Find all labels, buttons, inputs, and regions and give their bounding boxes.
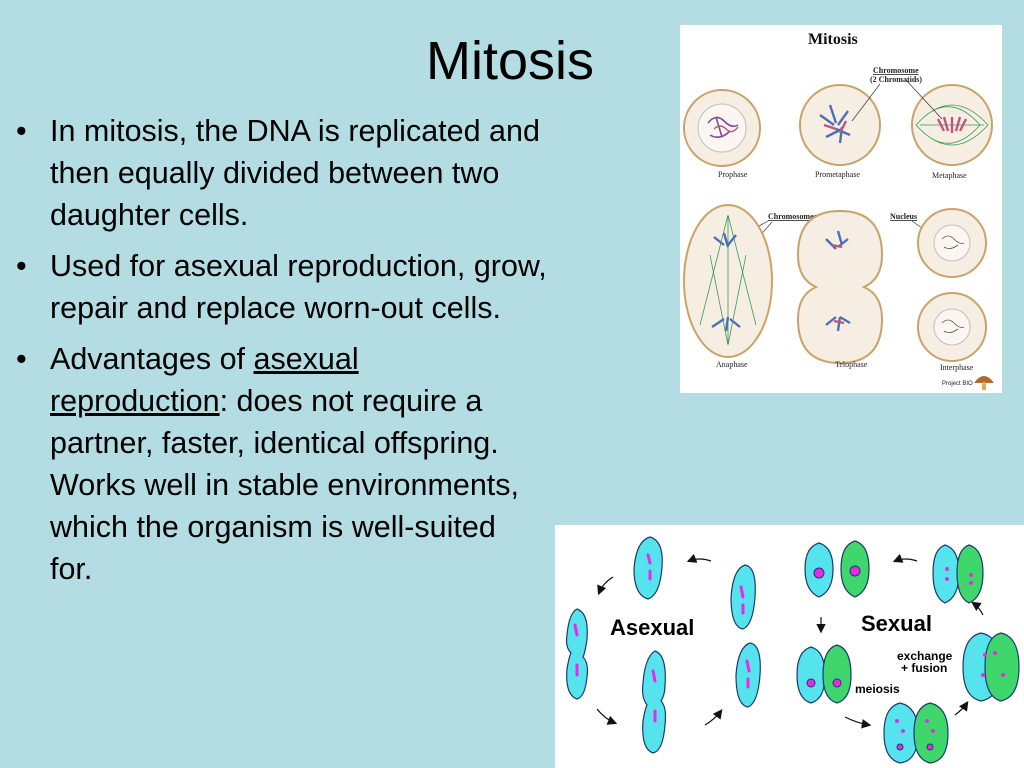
stage-label-telophase: Telophase (835, 360, 868, 369)
stage-label-prometaphase: Prometaphase (815, 170, 860, 179)
exchange-label: exchange (897, 649, 953, 663)
stage-label-prophase: Prophase (718, 170, 748, 179)
callout-nucleus: Nucleus (890, 212, 917, 221)
bullet-item: • Used for asexual reproduction, grow, re… (12, 245, 592, 329)
callout-chromatids: (2 Chromatids) (870, 75, 922, 84)
sexual-nuclei (806, 565, 934, 751)
mitosis-figure: Mitosis Prophase Prometaphase Metaphase … (680, 25, 1002, 393)
telophase-cell (796, 209, 884, 365)
meiosis-label: meiosis (855, 682, 900, 696)
bullet-text: Used for asexual reproduction, grow, rep… (50, 249, 547, 325)
asexual-label: Asexual (610, 615, 694, 640)
reproduction-figure: Asexual Sexual exchange + fusion meiosis (555, 525, 1024, 768)
bullet-item: • In mitosis, the DNA is replicated and t… (12, 110, 592, 236)
bullet-text: In mitosis, the DNA is replicated and th… (50, 114, 540, 232)
sexual-cells (796, 540, 1020, 764)
cycle-arrows (596, 553, 984, 729)
asexual-cells (565, 536, 761, 754)
mitosis-figure-title: Mitosis (808, 31, 858, 48)
figure-credit: Project BIO (942, 381, 973, 387)
bullet-dot: • (16, 249, 27, 283)
stage-label-metaphase: Metaphase (932, 171, 967, 180)
bullet-text: : does not require a partner, faster, id… (50, 384, 519, 586)
prometaphase-cell (799, 84, 881, 166)
bullet-underlined-term: asexual reproduction (50, 342, 359, 418)
bullet-list: • In mitosis, the DNA is replicated and t… (12, 110, 592, 599)
slide-title: Mitosis (425, 31, 594, 91)
asexual-chromosomes (573, 553, 751, 723)
interphase-cells (917, 208, 987, 362)
bullet-dot: • (16, 342, 27, 376)
bullet-text: Advantages of (50, 342, 254, 376)
stage-label-anaphase: Anaphase (716, 360, 748, 369)
bullet-item: • Advantages of asexual reproduction: doe… (12, 338, 530, 590)
prophase-cell (683, 89, 761, 167)
bullet-dot: • (16, 114, 27, 148)
anaphase-cell (683, 204, 773, 358)
mushroom-logo-icon (974, 376, 994, 390)
metaphase-cell (911, 84, 993, 166)
callout-chromosome: Chromosome (873, 66, 919, 75)
callout-chromosomes: Chromosomes (768, 212, 817, 221)
fusion-label: + fusion (901, 661, 947, 675)
sexual-chromosome-dots (895, 567, 1005, 733)
sexual-label: Sexual (861, 611, 932, 636)
stage-label-interphase: Interphase (940, 363, 974, 372)
